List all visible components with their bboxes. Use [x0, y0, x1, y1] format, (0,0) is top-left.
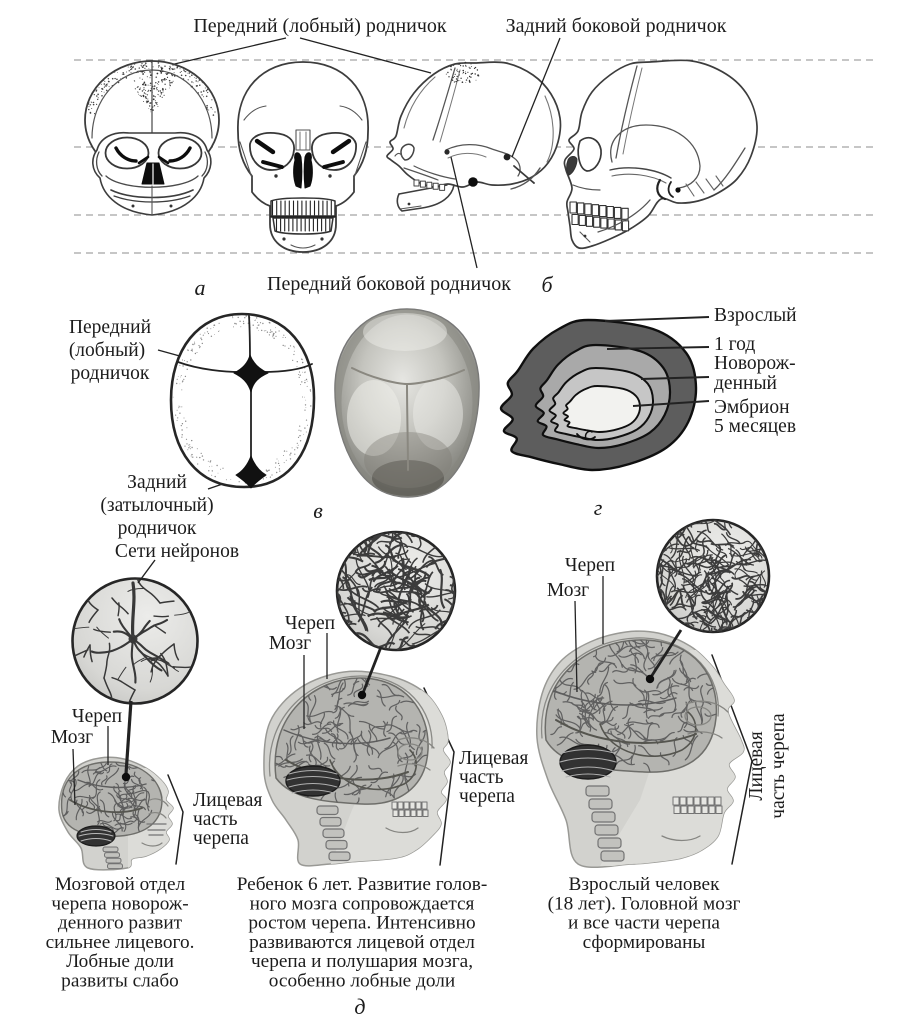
svg-text:ного мозга сопровождается: ного мозга сопровождается	[250, 893, 475, 914]
svg-text:Мозг: Мозг	[547, 580, 589, 601]
svg-text:денный: денный	[714, 373, 777, 394]
svg-text:Взрослый человек: Взрослый человек	[569, 874, 721, 895]
svg-text:Задний: Задний	[127, 472, 187, 493]
svg-text:черепа: черепа	[459, 786, 515, 807]
svg-text:особенно лобные доли: особенно лобные доли	[269, 971, 455, 992]
svg-text:б: б	[541, 272, 553, 297]
svg-text:сильнее лицевого.: сильнее лицевого.	[46, 932, 195, 953]
svg-text:часть: часть	[459, 767, 504, 788]
svg-text:Эмбрион: Эмбрион	[714, 397, 790, 418]
svg-text:Передний боковой родничок: Передний боковой родничок	[267, 273, 511, 295]
svg-text:часть: часть	[193, 809, 238, 830]
svg-text:ростом черепа. Интенсивно: ростом черепа. Интенсивно	[248, 913, 475, 934]
svg-text:в: в	[313, 498, 323, 523]
svg-text:Мозговой отдел: Мозговой отдел	[55, 874, 186, 895]
svg-text:Мозг: Мозг	[51, 727, 93, 748]
svg-text:Задний боковой родничок: Задний боковой родничок	[506, 15, 727, 37]
svg-text:родничок: родничок	[118, 518, 197, 539]
svg-text:Лобные доли: Лобные доли	[66, 951, 174, 972]
svg-text:(лобный): (лобный)	[69, 340, 145, 361]
svg-text:Лицевая: Лицевая	[459, 748, 528, 769]
svg-text:черепа и полушария мозга,: черепа и полушария мозга,	[251, 951, 473, 972]
svg-text:и все части черепа: и все части черепа	[568, 913, 720, 934]
svg-text:Передний (лобный) родничок: Передний (лобный) родничок	[193, 15, 447, 37]
svg-text:а: а	[195, 275, 206, 300]
svg-text:Передний: Передний	[69, 317, 151, 338]
svg-text:Взрослый: Взрослый	[714, 305, 797, 326]
svg-text:5 месяцев: 5 месяцев	[714, 416, 796, 437]
svg-text:сформированы: сформированы	[583, 932, 706, 953]
svg-text:черепа: черепа	[193, 828, 249, 849]
svg-text:(затылочный): (затылочный)	[100, 495, 213, 516]
svg-text:г: г	[594, 495, 603, 520]
svg-text:развиты слабо: развиты слабо	[61, 971, 179, 992]
svg-text:Сети нейронов: Сети нейронов	[115, 541, 239, 562]
svg-text:родничок: родничок	[71, 363, 150, 384]
svg-text:(18 лет). Головной мозг: (18 лет). Головной мозг	[548, 893, 741, 914]
svg-text:Череп: Череп	[285, 613, 335, 634]
svg-text:денного развит: денного развит	[58, 913, 183, 934]
svg-text:Череп: Череп	[565, 555, 615, 576]
svg-text:часть черепа: часть черепа	[768, 713, 789, 819]
svg-text:Лицевая: Лицевая	[746, 731, 767, 800]
svg-text:д: д	[354, 994, 365, 1019]
svg-text:Мозг: Мозг	[269, 633, 311, 654]
svg-text:развиваются лицевой отдел: развиваются лицевой отдел	[249, 932, 475, 953]
svg-text:Ребенок 6 лет. Развитие голов-: Ребенок 6 лет. Развитие голов-	[237, 874, 488, 895]
svg-text:1 год: 1 год	[714, 334, 755, 355]
svg-text:Новорож-: Новорож-	[714, 353, 796, 374]
svg-text:черепа новорож-: черепа новорож-	[51, 893, 188, 914]
svg-text:Череп: Череп	[72, 706, 122, 727]
svg-text:Лицевая: Лицевая	[193, 790, 262, 811]
